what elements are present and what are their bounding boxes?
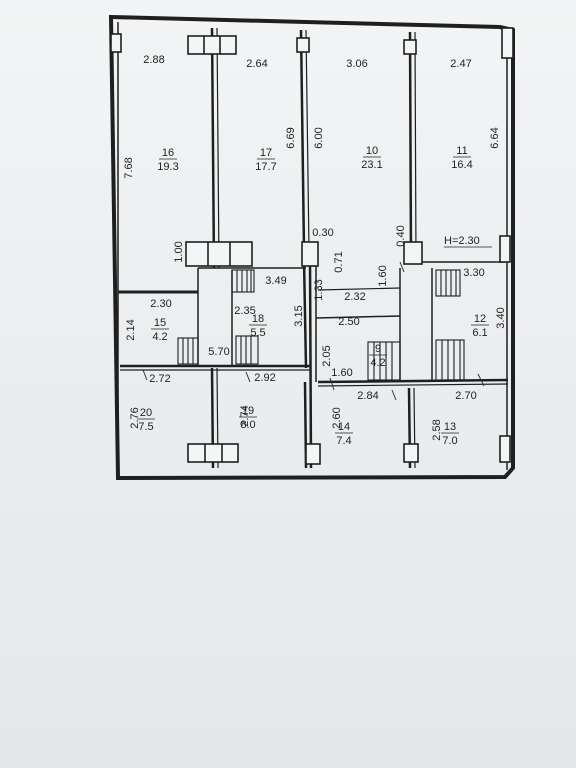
dimension-ticks: [142, 261, 485, 401]
ceiling-height-note: H=2.30: [444, 235, 480, 247]
room-area: 7.5: [138, 421, 153, 433]
dimension-label: 2.50: [338, 316, 359, 328]
dimension-label: 0.71: [333, 251, 345, 272]
dimension-label: 1.60: [377, 265, 389, 286]
room-label: 11 16.4: [451, 145, 472, 171]
room-label: 16 19.3: [157, 147, 178, 173]
room-label: 147.4: [335, 421, 353, 447]
dimension-labels: 2.88 2.64 3.06 2.47 7.68 6.69 6.00 6.64 1.00 0.30…: [123, 54, 507, 441]
room-label: 185.5: [249, 313, 267, 339]
dimension-label: 2.76: [129, 407, 141, 428]
room-number: 11: [456, 145, 467, 157]
dimension-label: 1.33: [313, 279, 325, 300]
dimension-label: 1.60: [331, 367, 352, 379]
room-number: 15: [154, 317, 166, 329]
dimension-label: 3.15: [293, 305, 305, 326]
room-number: 19: [242, 405, 254, 417]
room-area: 4.2: [152, 331, 167, 343]
room-label: 10 23.1: [361, 145, 382, 171]
room-area: 17.7: [255, 161, 276, 173]
room-number: 16: [162, 147, 174, 159]
room-label: 137.0: [441, 421, 459, 447]
dimension-label: 2.35: [234, 305, 255, 317]
dimension-label: 2.92: [254, 372, 275, 384]
room-area: 8.0: [240, 419, 255, 431]
room-area: 4.2: [370, 357, 385, 369]
room-area: 7.4: [336, 435, 351, 447]
room-label: 207.5: [137, 407, 155, 433]
dimension-label: 6.69: [285, 127, 297, 148]
room-area: 19.3: [157, 161, 178, 173]
dimension-label: 2.88: [143, 54, 164, 66]
room-area: 16.4: [451, 159, 472, 171]
room-number: 9: [375, 343, 381, 355]
room-label: 154.2: [151, 317, 169, 343]
dimension-label: 2.70: [455, 390, 476, 402]
room-number: 14: [338, 421, 350, 433]
dimension-label: 0.40: [395, 225, 407, 246]
room-area: 6.1: [472, 327, 487, 339]
dimension-label: 3.30: [463, 267, 484, 279]
dimension-label: 0.30: [312, 227, 333, 239]
dimension-label: 3.49: [265, 275, 286, 287]
dimension-label: 3.40: [495, 307, 507, 328]
dimension-label: 1.00: [173, 241, 185, 262]
room-labels: 1619.31717.71023.11116.4154.2185.594.212…: [137, 145, 489, 447]
dimension-label: 2.14: [125, 319, 137, 340]
room-number: 18: [252, 313, 264, 325]
dimension-label: 7.68: [123, 157, 135, 178]
room-area: 7.0: [442, 435, 457, 447]
room-number: 17: [260, 147, 272, 159]
dimension-label: 2.64: [246, 58, 267, 70]
dimension-label: 2.58: [431, 419, 443, 440]
dimension-label: 6.00: [313, 127, 325, 148]
room-area: 5.5: [250, 327, 265, 339]
room-label: 126.1: [471, 313, 489, 339]
dimension-label: 2.47: [450, 58, 471, 70]
windows: [110, 27, 514, 465]
room-number: 13: [444, 421, 456, 433]
dimension-label: 2.32: [344, 291, 365, 303]
dimension-label: 2.30: [150, 298, 171, 310]
dimension-label: 2.84: [357, 390, 378, 402]
room-label: 94.2: [369, 343, 387, 369]
room-number: 12: [474, 313, 486, 325]
dimension-label: 3.06: [346, 58, 367, 70]
dimension-label: 2.60: [331, 407, 343, 428]
room-label: 17 17.7: [255, 147, 276, 173]
dimension-label: 2.72: [149, 373, 170, 385]
room-number: 10: [366, 145, 378, 157]
dimension-label: 2.74: [239, 405, 251, 426]
room-area: 23.1: [361, 159, 382, 171]
interior-walls: [118, 27, 509, 469]
dimension-label: 2.05: [321, 345, 333, 366]
room-label: 198.0: [239, 405, 257, 431]
room-number: 20: [140, 407, 152, 419]
dimension-label: 6.64: [489, 127, 501, 148]
stairs: [177, 269, 465, 381]
dimension-label: 5.70: [208, 346, 229, 358]
